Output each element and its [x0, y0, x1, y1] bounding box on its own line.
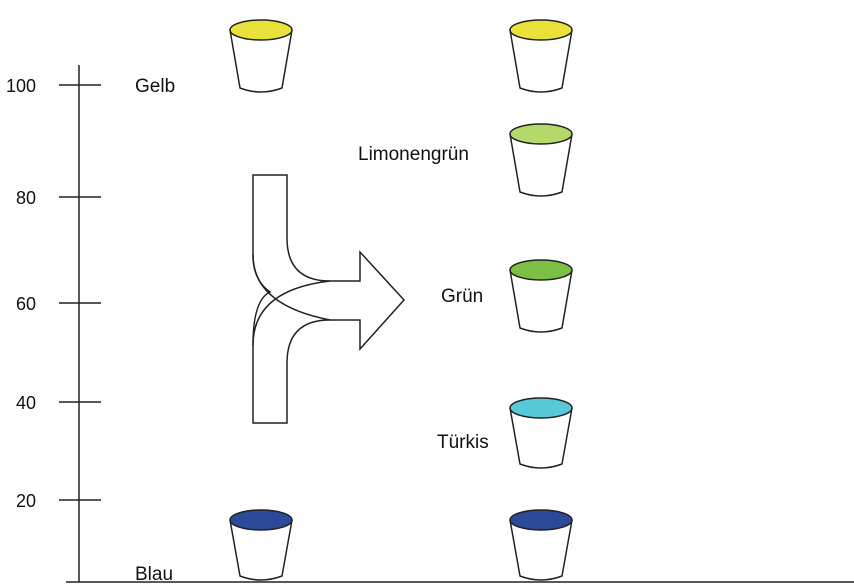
merge-arrow-icon	[252, 174, 406, 424]
cup-fill-gelb	[229, 19, 293, 41]
tick-label-100: 100	[6, 76, 36, 96]
cup-fill-blau	[229, 509, 293, 531]
cup-gruen	[509, 259, 573, 333]
cup-blau-left	[229, 509, 293, 581]
cup-tuerkis	[509, 397, 573, 469]
cup-fill-limonengruen	[509, 123, 573, 145]
scale-ticks	[59, 84, 101, 501]
cup-fill-gruen	[509, 259, 573, 281]
label-gelb: Gelb	[135, 76, 175, 97]
tick-label-80: 80	[16, 188, 36, 208]
cup-fill-tuerkis	[509, 397, 573, 419]
tick-label-60: 60	[16, 294, 36, 314]
cup-gelb-left	[229, 19, 293, 93]
label-limonengruen: Limonengrün	[358, 144, 469, 165]
cup-fill-gelb-right	[509, 19, 573, 41]
tick-label-20: 20	[16, 491, 36, 511]
cup-fill-blau-right	[509, 509, 573, 531]
label-tuerkis: Türkis	[437, 432, 489, 453]
label-blau: Blau	[135, 564, 173, 585]
cup-blau-right	[509, 509, 573, 581]
cup-limonengruen	[509, 123, 573, 197]
label-gruen: Grün	[441, 286, 483, 307]
tick-label-40: 40	[16, 393, 36, 413]
cup-gelb-right	[509, 19, 573, 93]
